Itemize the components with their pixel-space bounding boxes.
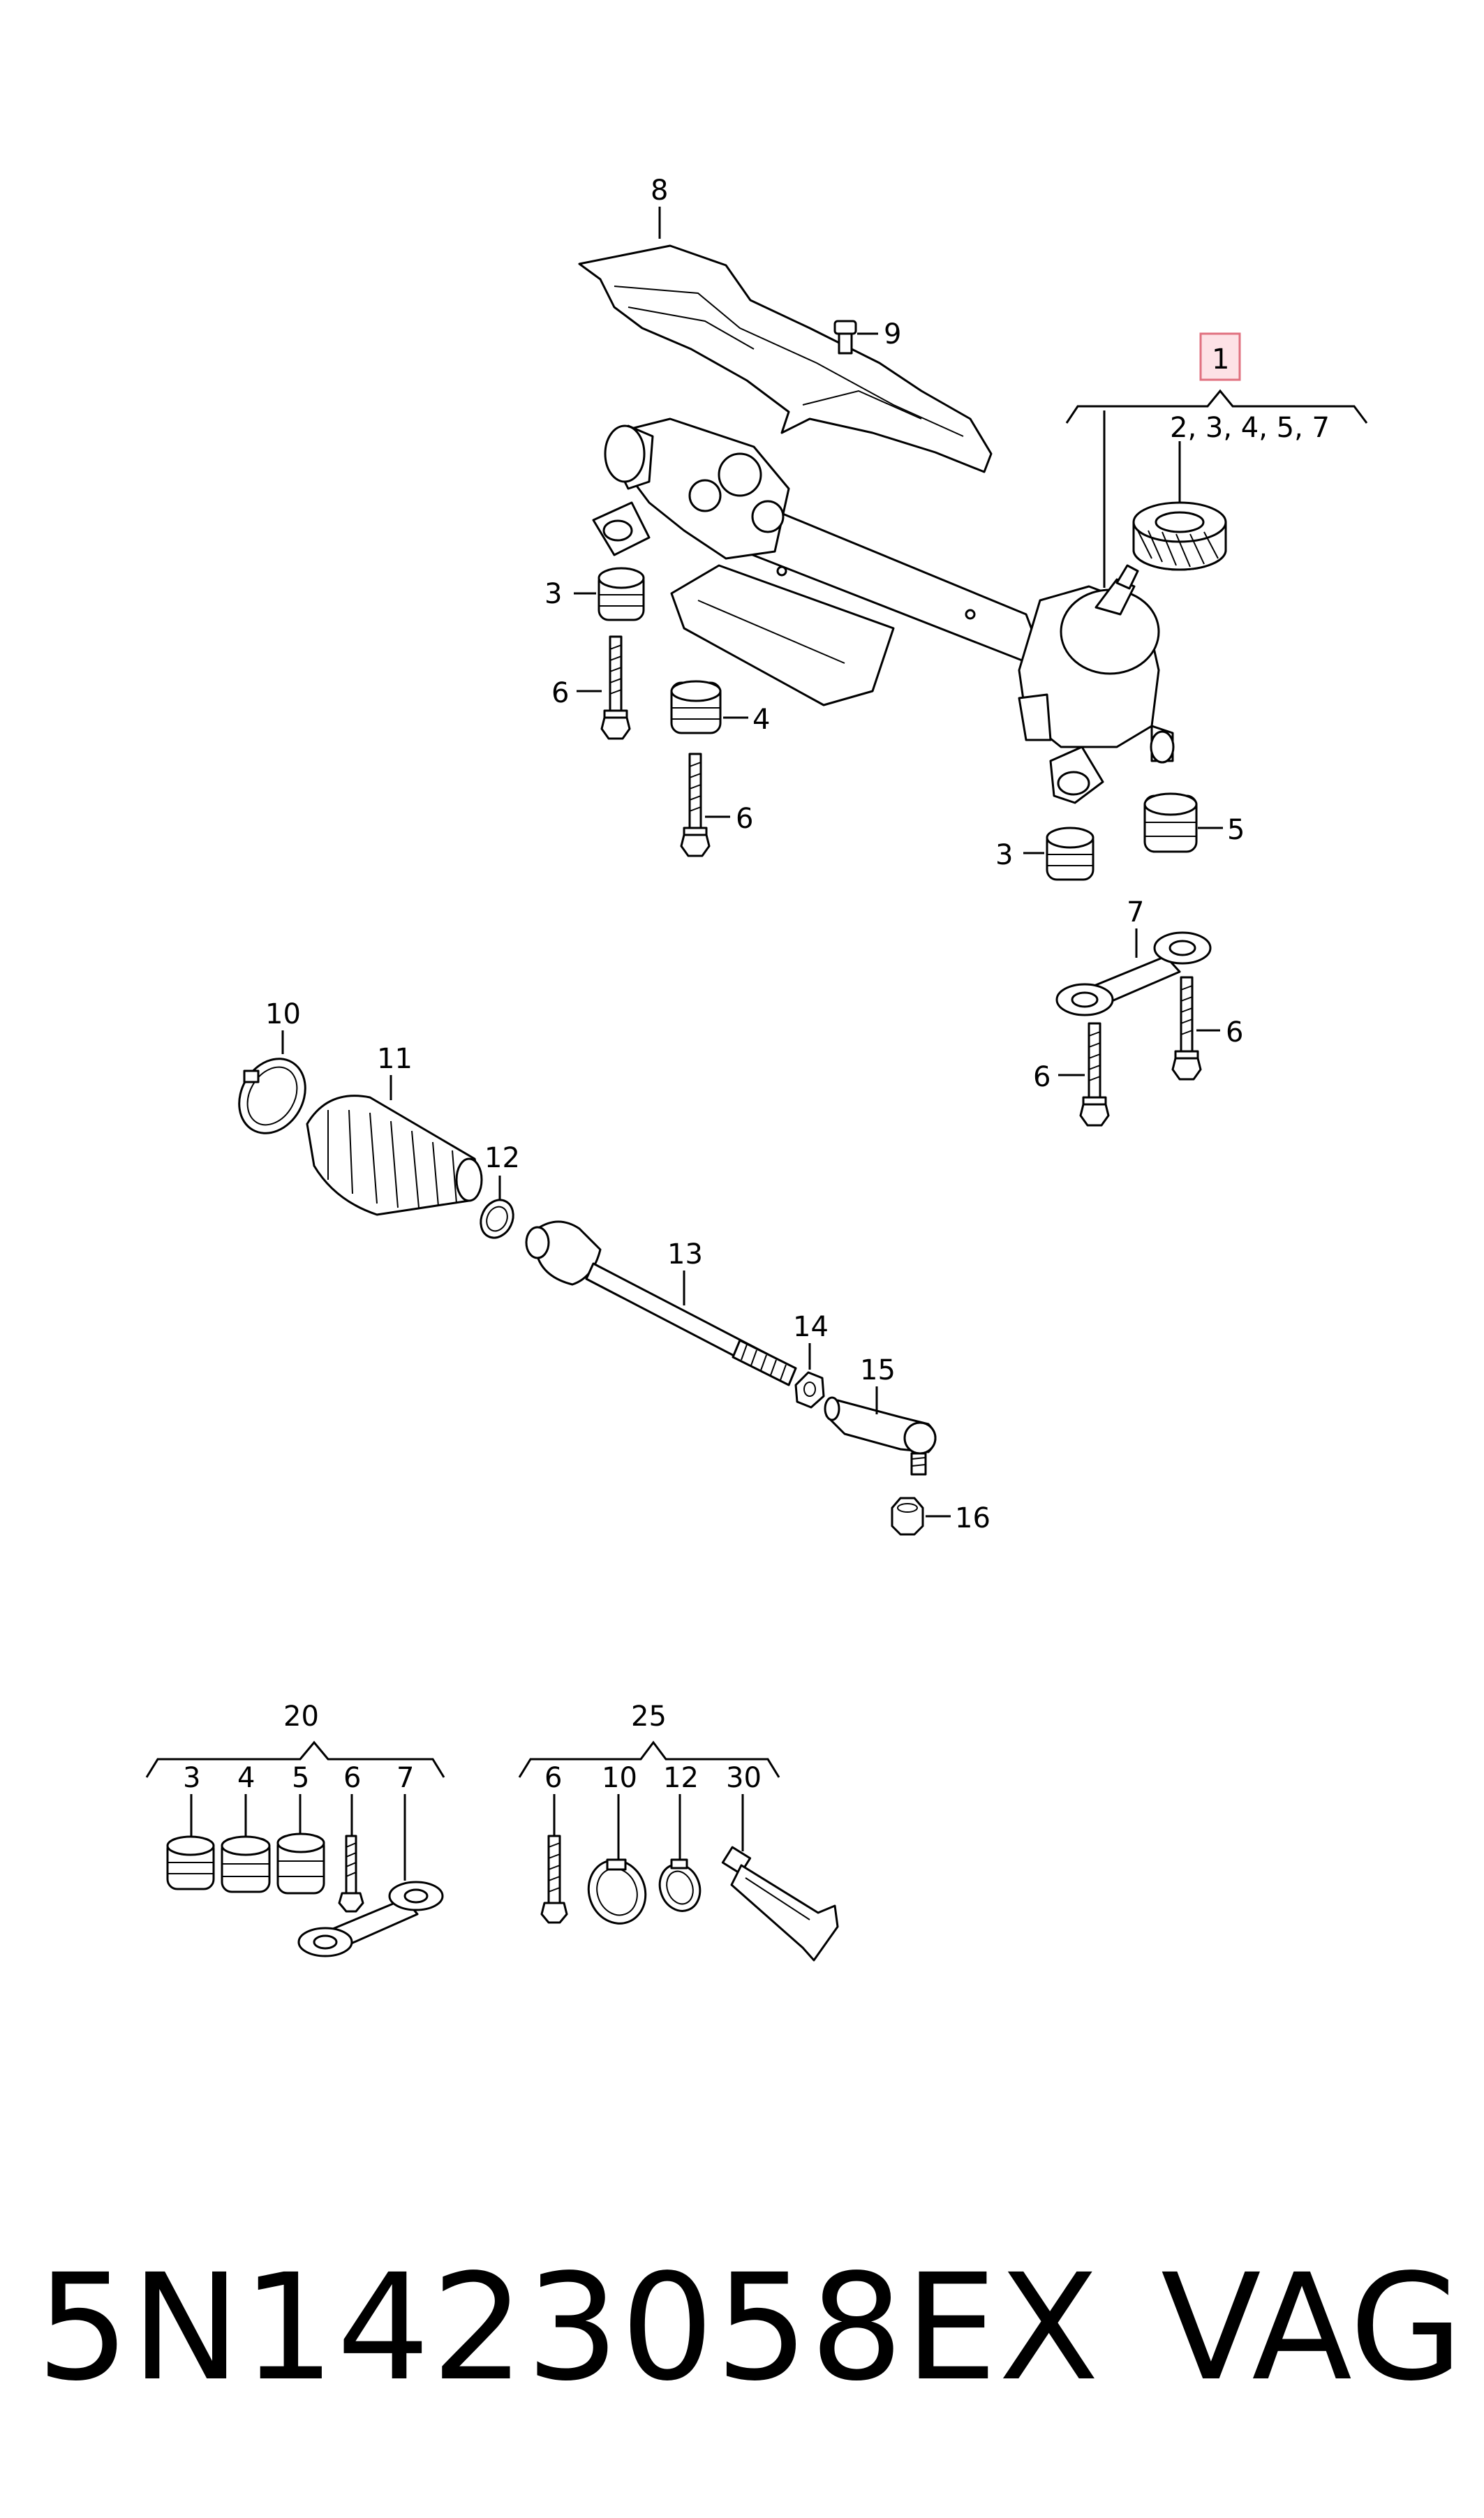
bolt-part-6-c — [1171, 976, 1202, 1081]
kit-25-item-2: 10 — [602, 1762, 637, 1794]
kit-20-item-4: 6 — [343, 1762, 361, 1794]
kit-25-item-4: 30 — [726, 1762, 762, 1794]
callout-4: 4 — [752, 704, 770, 736]
bushing-part-2 — [1132, 501, 1227, 571]
bushing-part-3-upper — [598, 567, 645, 621]
clamp-part-12 — [480, 1199, 514, 1239]
bolt-part-6-b — [680, 753, 711, 857]
kit-20-item-1: 3 — [183, 1762, 200, 1794]
group-1-bracket: 1 2, 3, 4, 5, 7 — [1065, 332, 1368, 588]
clamp-part-10 — [238, 1058, 306, 1134]
callout-10: 10 — [265, 998, 301, 1030]
callout-6-c: 6 — [1226, 1016, 1243, 1049]
callout-11: 11 — [377, 1043, 413, 1075]
callout-16: 16 — [955, 1502, 990, 1534]
bushing-part-5 — [1143, 792, 1198, 853]
kit-20: 20 3 4 5 6 7 — [145, 1701, 445, 1957]
bolt-part-6-a — [600, 635, 631, 740]
bushing-part-4 — [670, 680, 722, 734]
brand-name: VAG — [1161, 2242, 1463, 2413]
kit-25-label: 25 — [631, 1701, 667, 1733]
steering-rack-part-1 — [592, 417, 1175, 804]
group-1-contents: 2, 3, 4, 5, 7 — [1170, 412, 1330, 444]
kit-25-item-1: 6 — [544, 1762, 562, 1794]
strap-part-7 — [1055, 931, 1212, 1016]
callout-9: 9 — [884, 318, 901, 350]
heat-shield-part-8 — [578, 244, 993, 473]
bolt-part-9 — [833, 320, 857, 355]
callout-14: 14 — [793, 1311, 829, 1343]
highlight-box-1 — [1199, 332, 1241, 381]
callout-1: 1 — [1212, 343, 1229, 376]
kit-20-label: 20 — [283, 1701, 319, 1733]
callout-6-b: 6 — [736, 803, 753, 835]
part-number: 5N1423058EX — [36, 2242, 1101, 2413]
tie-rod-part-13 — [525, 1220, 797, 1386]
bolt-part-6-d — [1079, 1022, 1110, 1127]
callout-6-a: 6 — [551, 677, 569, 709]
nut-part-16 — [891, 1497, 924, 1536]
callout-13: 13 — [667, 1238, 703, 1271]
bushing-part-3-lower — [1046, 827, 1095, 881]
callout-5: 5 — [1227, 814, 1245, 846]
callout-12: 12 — [484, 1142, 520, 1174]
nut-part-14 — [794, 1371, 825, 1409]
callout-3-lower: 3 — [995, 839, 1013, 871]
callout-15: 15 — [860, 1354, 896, 1386]
kit-25: 25 6 10 12 30 — [518, 1701, 839, 1962]
tie-rod-end-part-15 — [824, 1396, 937, 1476]
callout-8: 8 — [651, 175, 668, 207]
callout-7: 7 — [1127, 896, 1144, 928]
callout-3-upper: 3 — [544, 578, 562, 610]
kit-20-item-2: 4 — [237, 1762, 255, 1794]
footer: 5N1423058EX VAG — [0, 2220, 1484, 2429]
kit-20-item-3: 5 — [292, 1762, 309, 1794]
callout-6-d: 6 — [1033, 1061, 1051, 1093]
kit-20-item-5: 7 — [396, 1762, 414, 1794]
boot-part-11 — [306, 1095, 483, 1216]
kit-25-item-3: 12 — [663, 1762, 699, 1794]
